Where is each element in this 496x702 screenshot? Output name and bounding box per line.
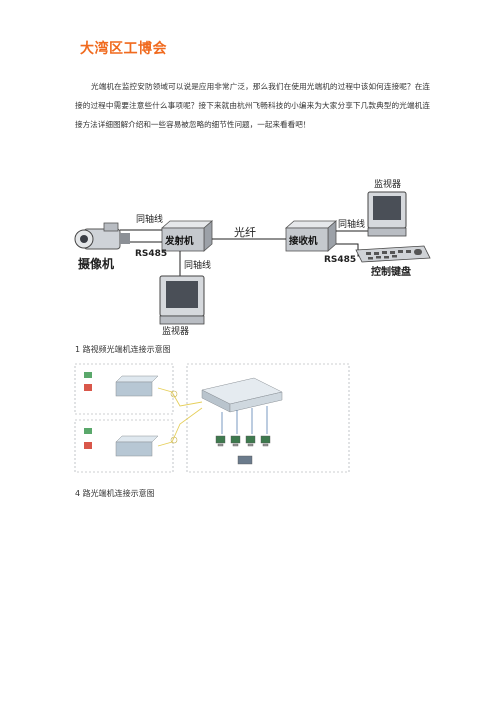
coax-top-label: 同轴线 — [136, 213, 163, 225]
fiber-link-2 — [157, 407, 203, 447]
figure1-diagram: 摄像机 发射机 接收机 同轴线 RS485 光纤 同轴线 同轴线 RS485 监… — [74, 178, 431, 336]
monitor-top-label: 监视器 — [374, 178, 401, 190]
figure2-caption: 4 路光端机连接示意图 — [75, 489, 155, 498]
rs485-left-label: RS485 — [135, 249, 167, 259]
fiber-label: 光纤 — [234, 225, 256, 239]
figure1-caption: 1 路视频光端机连接示意图 — [75, 345, 171, 354]
receiver-rack-box — [201, 377, 283, 413]
transmitter-label: 发射机 — [164, 235, 194, 247]
document-title: 大湾区工博会 — [80, 41, 167, 57]
monitor-row-icons — [215, 435, 271, 447]
coax-right-label: 同轴线 — [338, 218, 365, 230]
receiver-box — [284, 220, 338, 252]
keyboard-label: 控制键盘 — [371, 265, 411, 278]
site1-camera-icon — [84, 372, 92, 391]
transmitter-box — [160, 220, 214, 252]
monitor-top-icon — [367, 191, 407, 237]
site2-camera-icon — [84, 428, 92, 449]
intro-paragraph: 光端机在监控安防领域可以说是应用非常广泛，那么我们在使用光端机的过程中该如何连接… — [75, 82, 430, 129]
fiber-link-1 — [157, 387, 203, 407]
camera-label: 摄像机 — [78, 256, 114, 271]
monitor-bottom-icon — [159, 275, 205, 325]
site2-transmitter-box — [115, 435, 159, 457]
receiver-label: 接收机 — [289, 235, 318, 247]
rs485-right-label: RS485 — [324, 255, 356, 265]
camera-icon — [74, 222, 130, 250]
figure2-diagram — [74, 363, 350, 473]
coax-bottom-label: 同轴线 — [184, 259, 211, 271]
site1-transmitter-box — [115, 375, 159, 397]
monitor-bottom-label: 监视器 — [162, 325, 189, 336]
keyboard-icon — [355, 245, 431, 263]
pc-icon — [237, 455, 253, 465]
